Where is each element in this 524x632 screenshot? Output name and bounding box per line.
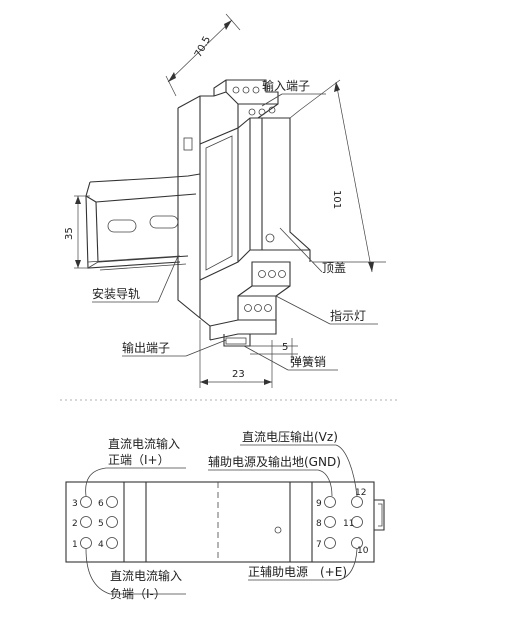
callout-current-input-negative: 直流电流输入 负端（I-） [85, 548, 186, 601]
depth-dimension: 70.5 [165, 13, 241, 97]
right-terminal-group: 9 8 7 12 11 10 [316, 488, 369, 556]
spring-offset-label: 5 [282, 342, 288, 353]
output-terminal-block [209, 261, 291, 347]
wiring-view: 3 2 1 6 5 4 9 8 7 12 11 10 直流电流输入 正端（I+） [65, 429, 385, 601]
input-terminal-block [213, 79, 279, 128]
callout-aux-positive: 正辅助电源 (+E) [248, 548, 358, 581]
height-dimension-label: 101 [331, 190, 342, 209]
spring-pin [225, 337, 247, 345]
pin-3: 3 [72, 499, 78, 509]
pin-10: 10 [357, 546, 369, 556]
rail-height-dimension: 35 [64, 195, 90, 269]
pin-2: 2 [72, 519, 78, 529]
aux-positive-label: 正辅助电源 (+E) [248, 565, 347, 579]
module-front-outline [65, 481, 375, 563]
current-input-label-bottom: 直流电流输入 [110, 568, 182, 583]
width-dimension-label: 23 [232, 369, 245, 380]
current-input-negative-label: 负端（I-） [110, 587, 166, 601]
input-terminal-label: 输入端子 [262, 78, 310, 93]
height-dimension: 101 [299, 79, 386, 273]
indicator-light [265, 233, 275, 243]
voltage-output-label: 直流电压输出(Vz) [242, 429, 338, 444]
spring-pin-label: 弹簧销 [290, 354, 326, 369]
callout-spring-pin: 弹簧销 [243, 345, 338, 371]
callout-rail: 安装导轨 [92, 255, 179, 303]
callout-output-terminal: 输出端子 [122, 339, 227, 357]
rail-label: 安装导轨 [92, 286, 140, 301]
indicator-label: 指示灯 [330, 308, 366, 323]
width-dimension: 23 [199, 320, 273, 388]
left-terminal-group: 3 2 1 6 5 4 [72, 496, 118, 550]
output-terminal-label: 输出端子 [122, 340, 170, 355]
top-cover-label: 顶盖 [322, 261, 346, 275]
pin-9: 9 [316, 499, 322, 509]
aux-gnd-label: 辅助电源及输出地(GND) [208, 454, 341, 469]
pin-7: 7 [316, 540, 322, 550]
isometric-view: 70.5 35 [64, 13, 386, 388]
pin-5: 5 [98, 519, 104, 529]
pin-4: 4 [98, 540, 104, 550]
module-body [177, 95, 311, 340]
current-input-label-top: 直流电流输入 [108, 436, 180, 451]
rail-height-label: 35 [64, 227, 75, 240]
pin-6: 6 [98, 499, 104, 509]
callout-voltage-output: 直流电压输出(Vz) [240, 429, 358, 497]
depth-dimension-label: 70.5 [193, 35, 213, 60]
callout-aux-gnd: 辅助电源及输出地(GND) [208, 454, 341, 497]
pin-1: 1 [72, 540, 78, 550]
din-rail [85, 173, 201, 271]
callout-input-terminal: 输入端子 [261, 78, 326, 107]
pin-8: 8 [316, 519, 322, 529]
callout-top-cover: 顶盖 [279, 227, 346, 275]
current-input-positive-label: 正端（I+） [108, 453, 170, 467]
callout-indicator: 指示灯 [275, 295, 378, 325]
pin-12: 12 [355, 488, 366, 498]
pin-11: 11 [343, 519, 354, 529]
callout-current-input-positive: 直流电流输入 正端（I+） [85, 436, 186, 497]
